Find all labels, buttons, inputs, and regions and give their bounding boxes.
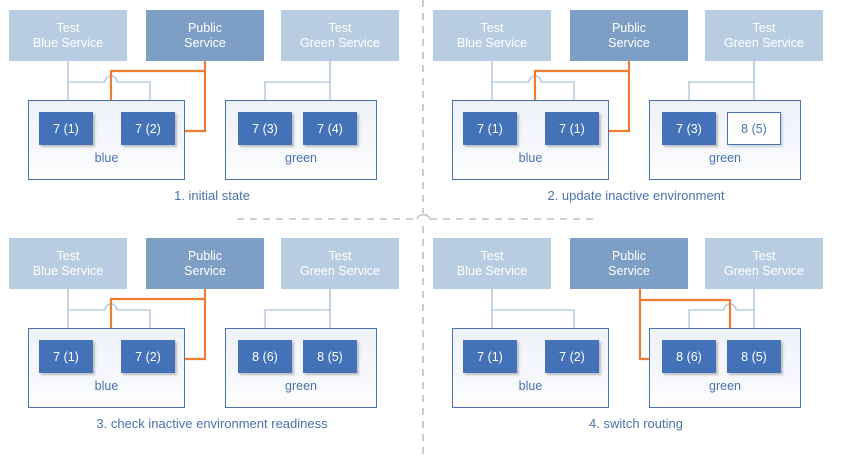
service-label-line1: Public: [611, 20, 647, 35]
service-label-line1: Test: [56, 20, 80, 35]
node-blue-1[interactable]: 7 (1): [39, 340, 93, 373]
node-green-1[interactable]: 8 (6): [662, 340, 716, 373]
environment-label-green: green: [709, 151, 741, 165]
service-label-line2: Blue Service: [32, 263, 104, 278]
service-label-line1: Public: [187, 248, 223, 263]
panel-2: Test Blue Service Public Service Test Gr…: [424, 0, 848, 228]
service-public-service[interactable]: Public Service: [146, 10, 264, 61]
service-label-line1: Test: [480, 20, 504, 35]
node-green-2[interactable]: 8 (5): [727, 340, 781, 373]
environment-label-green: green: [285, 379, 317, 393]
environment-label-blue: blue: [518, 379, 543, 393]
service-label-line2: Service: [608, 263, 650, 278]
panel-4-caption: 4. switch routing: [589, 416, 683, 431]
service-test-blue-service[interactable]: Test Blue Service: [9, 238, 127, 289]
service-test-green-service[interactable]: Test Green Service: [705, 238, 823, 289]
environment-label-blue: blue: [518, 151, 543, 165]
service-label-line2: Green Service: [724, 263, 804, 278]
node-green-2[interactable]: 7 (4): [303, 112, 357, 145]
node-blue-1[interactable]: 7 (1): [463, 340, 517, 373]
panel-2-caption: 2. update inactive environment: [547, 188, 725, 203]
divider-jump-arc: [416, 213, 431, 220]
service-label-line2: Blue Service: [456, 263, 528, 278]
panel-3-caption: 3. check inactive environment readiness: [96, 416, 328, 431]
service-test-blue-service[interactable]: Test Blue Service: [433, 238, 551, 289]
node-green-2[interactable]: 8 (5): [303, 340, 357, 373]
node-blue-1[interactable]: 7 (1): [39, 112, 93, 145]
panel-3: Test Blue Service Public Service Test Gr…: [0, 228, 424, 456]
service-label-line1: Test: [752, 248, 776, 263]
service-label-line1: Test: [328, 248, 352, 263]
node-blue-2[interactable]: 7 (2): [545, 340, 599, 373]
node-green-2[interactable]: 8 (5): [727, 112, 781, 145]
service-label-line1: Public: [611, 248, 647, 263]
service-label-line2: Green Service: [300, 263, 380, 278]
environment-label-green: green: [709, 379, 741, 393]
service-label-line1: Test: [480, 248, 504, 263]
service-label-line1: Public: [187, 20, 223, 35]
node-blue-2[interactable]: 7 (2): [121, 340, 175, 373]
node-green-1[interactable]: 7 (3): [662, 112, 716, 145]
node-blue-2[interactable]: 7 (2): [121, 112, 175, 145]
service-test-blue-service[interactable]: Test Blue Service: [433, 10, 551, 61]
panel-1: Test Blue Service Public Service Test Gr…: [0, 0, 424, 228]
service-label-line2: Green Service: [300, 35, 380, 50]
service-label-line1: Test: [752, 20, 776, 35]
service-label-line2: Service: [184, 35, 226, 50]
node-green-1[interactable]: 8 (6): [238, 340, 292, 373]
service-label-line2: Service: [184, 263, 226, 278]
node-green-1[interactable]: 7 (3): [238, 112, 292, 145]
panel-1-caption: 1. initial state: [174, 188, 250, 203]
service-test-blue-service[interactable]: Test Blue Service: [9, 10, 127, 61]
service-test-green-service[interactable]: Test Green Service: [281, 10, 399, 61]
service-label-line2: Blue Service: [456, 35, 528, 50]
environment-label-blue: blue: [94, 379, 119, 393]
environment-label-green: green: [285, 151, 317, 165]
node-blue-2[interactable]: 7 (1): [545, 112, 599, 145]
service-label-line1: Test: [56, 248, 80, 263]
service-test-green-service[interactable]: Test Green Service: [705, 10, 823, 61]
service-test-green-service[interactable]: Test Green Service: [281, 238, 399, 289]
service-public-service[interactable]: Public Service: [570, 10, 688, 61]
service-label-line1: Test: [328, 20, 352, 35]
service-public-service[interactable]: Public Service: [146, 238, 264, 289]
service-public-service[interactable]: Public Service: [570, 238, 688, 289]
service-label-line2: Service: [608, 35, 650, 50]
panel-4: Test Blue Service Public Service Test Gr…: [424, 228, 848, 456]
service-label-line2: Green Service: [724, 35, 804, 50]
node-blue-1[interactable]: 7 (1): [463, 112, 517, 145]
panel-dividers: [237, 0, 597, 456]
environment-label-blue: blue: [94, 151, 119, 165]
service-label-line2: Blue Service: [32, 35, 104, 50]
